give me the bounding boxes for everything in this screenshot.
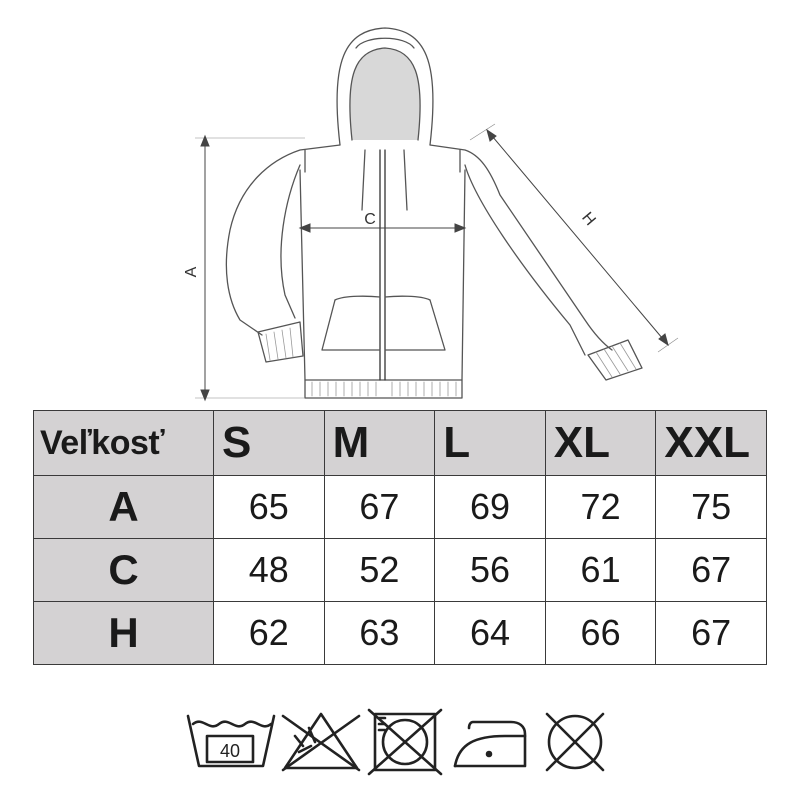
- cell-h-l: 64: [434, 601, 546, 665]
- do-not-dry-clean-icon: [545, 712, 605, 772]
- cell-a-s: 65: [213, 475, 325, 539]
- label-a: A: [183, 266, 200, 277]
- iron-low-icon: [453, 720, 527, 768]
- cell-h-xxl: 67: [655, 601, 767, 665]
- cell-c-xl: 61: [544, 538, 657, 602]
- row-label-c: C: [33, 538, 214, 602]
- size-xxl: XXL: [655, 410, 767, 476]
- do-not-tumble-dry-icon: [367, 708, 443, 776]
- table-row: H 62 63 64 66 67: [33, 601, 767, 665]
- cell-c-l: 56: [434, 538, 546, 602]
- cell-a-xxl: 75: [655, 475, 767, 539]
- size-m: M: [323, 410, 436, 476]
- table-row: C 48 52 56 61 67: [33, 538, 767, 602]
- size-s: S: [213, 410, 325, 476]
- row-label-a: A: [33, 475, 214, 539]
- size-header-row: Veľkosť S M L XL XXL: [33, 410, 767, 476]
- cell-h-s: 62: [213, 601, 325, 665]
- cell-h-xl: 66: [544, 601, 657, 665]
- cell-c-xxl: 67: [655, 538, 767, 602]
- hoodie-diagram: A C H: [183, 27, 679, 402]
- cell-h-m: 63: [323, 601, 436, 665]
- care-symbols: 40: [186, 708, 605, 776]
- cell-a-xl: 72: [544, 475, 657, 539]
- row-label-h: H: [33, 601, 214, 665]
- wash-40-icon: 40: [186, 714, 276, 768]
- size-header-label: Veľkosť: [33, 410, 214, 476]
- measure-lines: [195, 123, 679, 402]
- size-l: L: [434, 410, 546, 476]
- size-xl: XL: [544, 410, 657, 476]
- do-not-bleach-icon: [281, 712, 361, 772]
- label-h: H: [578, 209, 598, 229]
- label-c: C: [364, 211, 376, 228]
- table-row: A 65 67 69 72 75: [33, 475, 767, 539]
- cell-a-l: 69: [434, 475, 546, 539]
- cell-c-s: 48: [213, 538, 325, 602]
- cell-a-m: 67: [323, 475, 436, 539]
- cell-c-m: 52: [323, 538, 436, 602]
- size-table: Veľkosť S M L XL XXL A 65 67 69 72 75 C …: [33, 410, 767, 665]
- wash-temp: 40: [220, 741, 240, 761]
- hoodie-outline: [225, 27, 643, 399]
